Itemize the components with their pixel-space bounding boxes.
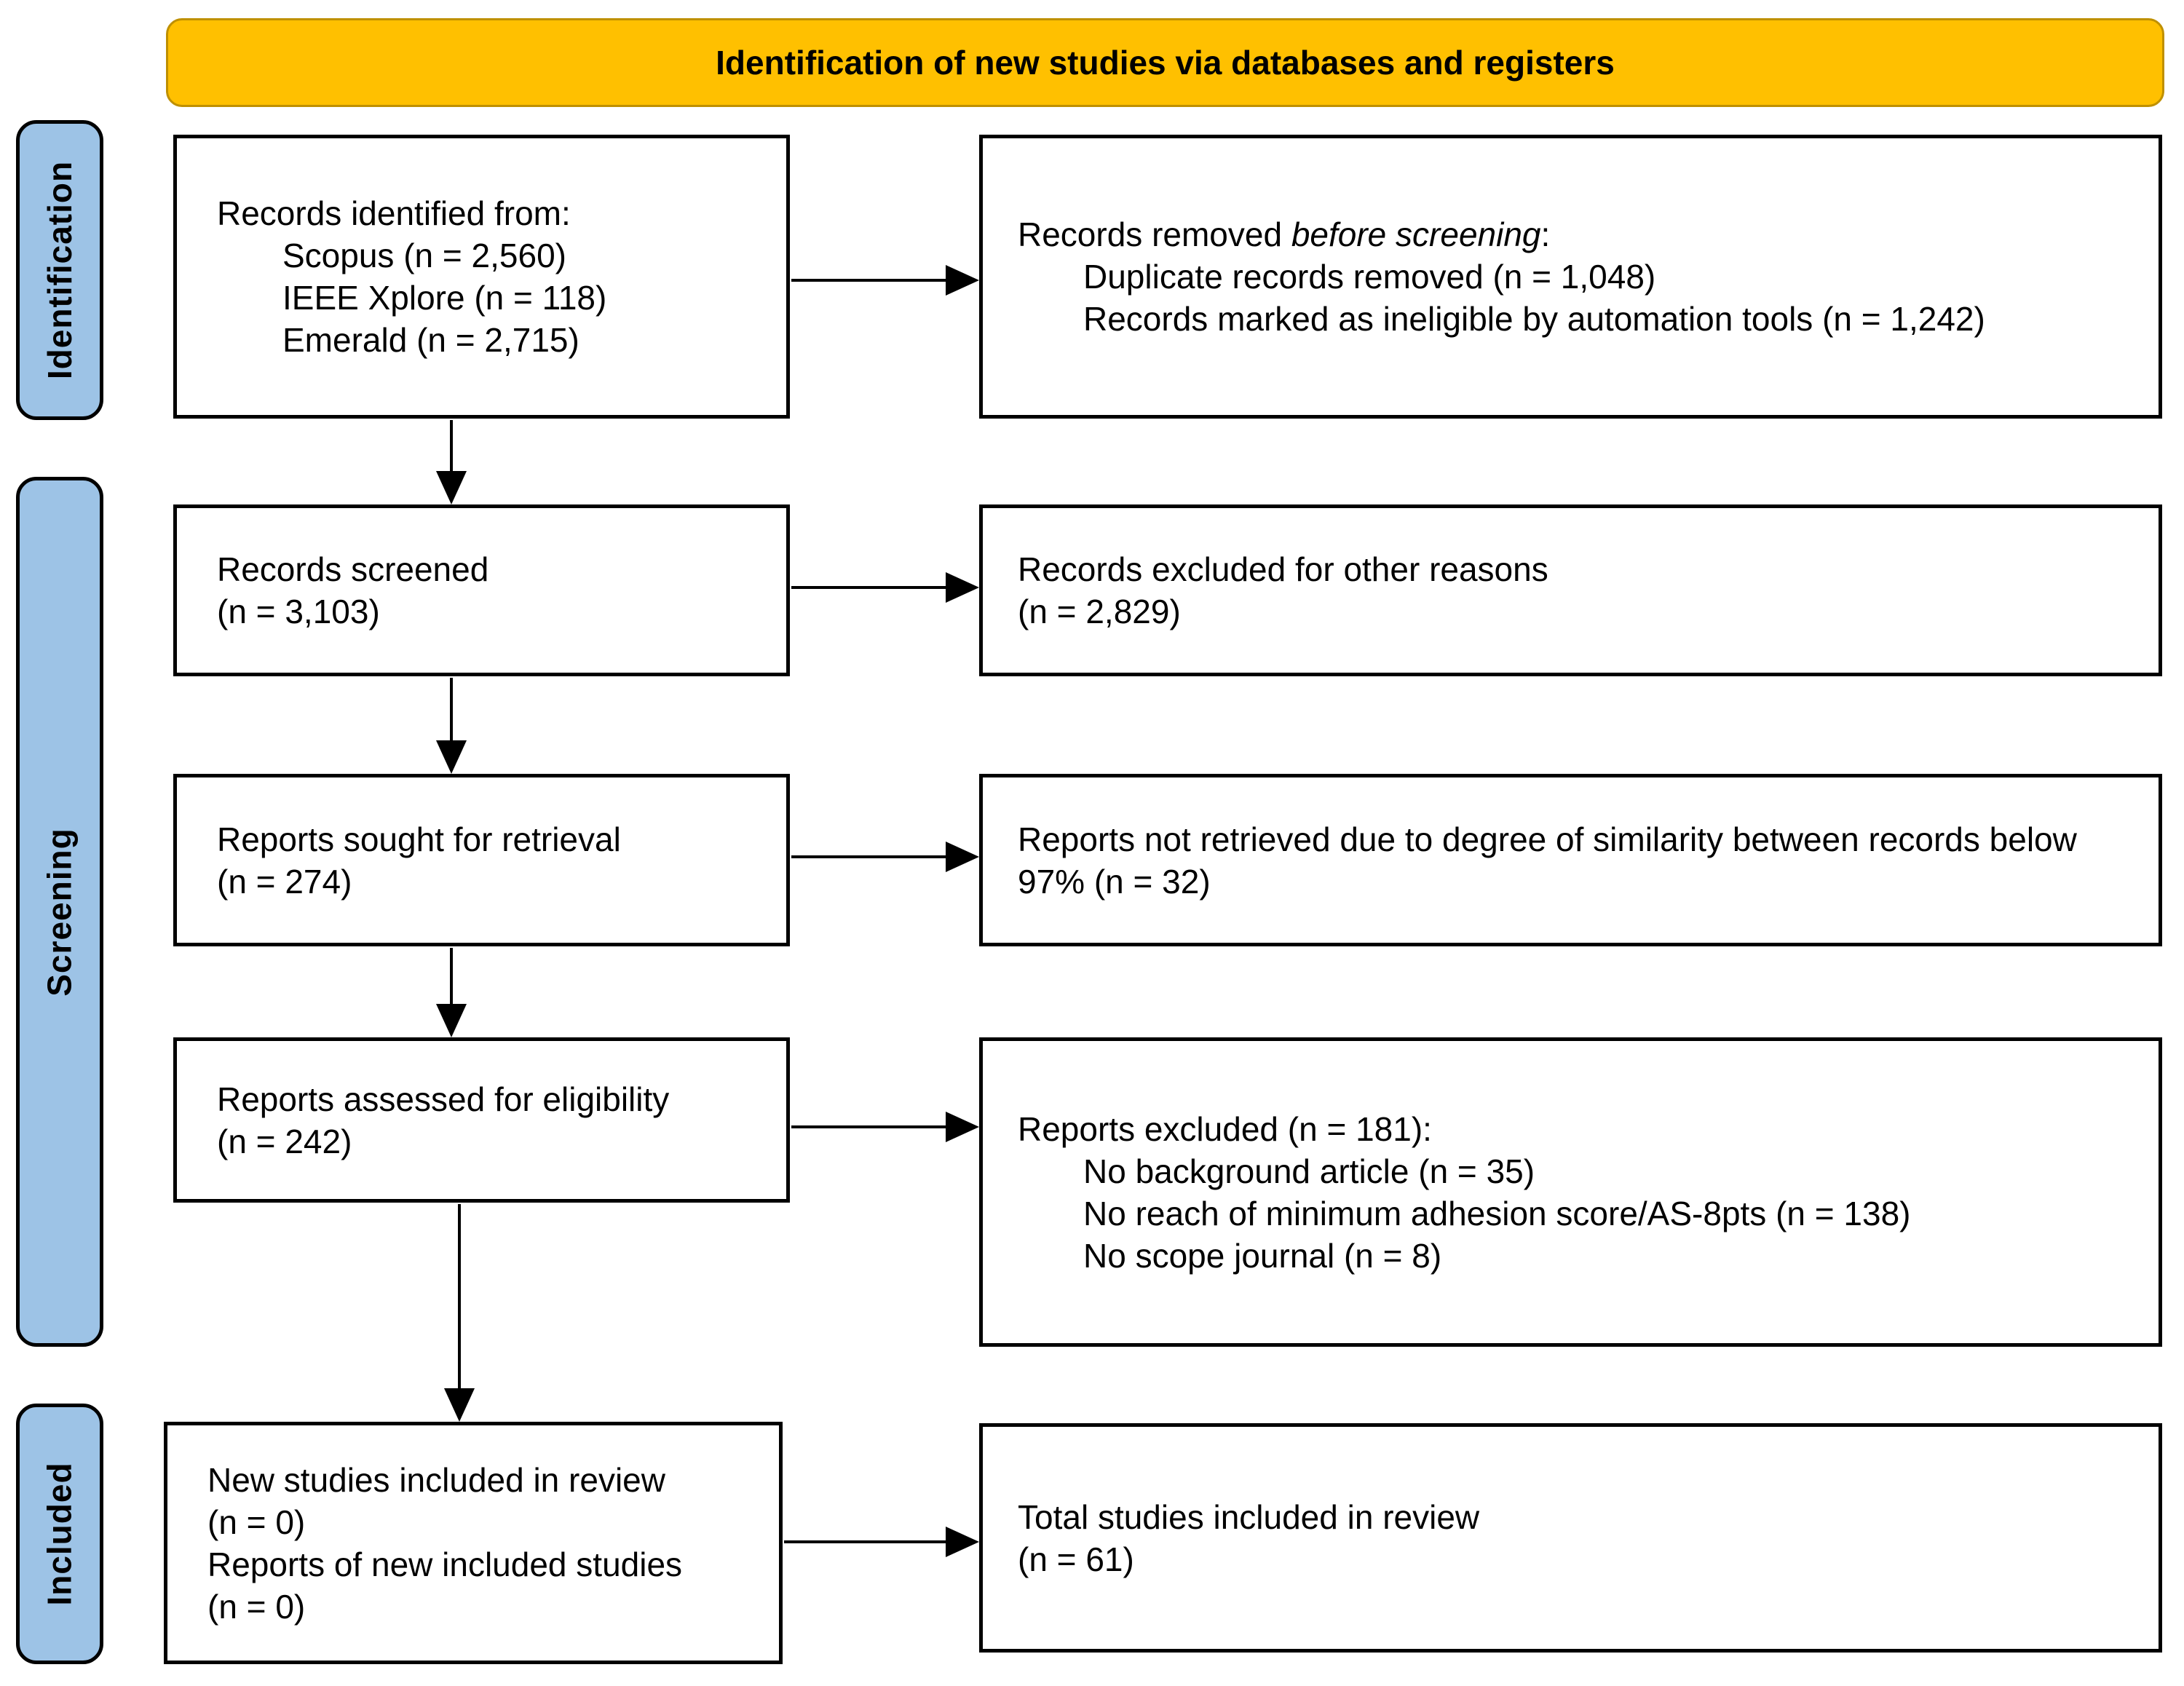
records-identified-box: Records identified from: Scopus (n = 2,5… bbox=[173, 135, 790, 419]
arrow-sought-to-notretrieved-line bbox=[791, 855, 949, 858]
stage-tab-screening: Screening bbox=[16, 477, 103, 1347]
arrow-newstudies-to-total-line bbox=[784, 1540, 949, 1543]
stage-tab-identification: Identification bbox=[16, 120, 103, 420]
reports-assessed-text: Reports assessed for eligibility (n = 24… bbox=[217, 1080, 670, 1160]
arrow-screened-to-sought-line bbox=[450, 678, 453, 746]
records-screened-box: Records screened (n = 3,103) bbox=[173, 504, 790, 676]
reports-sought-text: Reports sought for retrieval (n = 274) bbox=[217, 820, 621, 901]
arrow-assessed-to-excluded-head bbox=[946, 1112, 979, 1142]
reports-assessed-box: Reports assessed for eligibility (n = 24… bbox=[173, 1037, 790, 1203]
arrow-screened-to-sought-head bbox=[436, 740, 467, 774]
arrow-newstudies-to-total-head bbox=[946, 1527, 979, 1557]
stage-tab-included: Included bbox=[16, 1404, 103, 1664]
arrow-screened-to-excluded-head bbox=[946, 572, 979, 603]
arrow-assessed-to-included-head bbox=[444, 1388, 475, 1422]
stage-tab-identification-label: Identification bbox=[41, 160, 79, 380]
arrow-screened-to-excluded-line bbox=[791, 586, 949, 589]
reports-sought-box: Reports sought for retrieval (n = 274) bbox=[173, 774, 790, 946]
reports-excluded-items: No background article (n = 35) No reach … bbox=[1083, 1152, 1911, 1275]
new-studies-included-text: New studies included in review (n = 0) R… bbox=[207, 1460, 683, 1626]
reports-excluded-lead: Reports excluded (n = 181): bbox=[1018, 1109, 1432, 1148]
arrow-identified-to-removed-head bbox=[946, 265, 979, 296]
reports-excluded-box: Reports excluded (n = 181): No backgroun… bbox=[979, 1037, 2162, 1347]
records-excluded-other-box: Records excluded for other reasons (n = … bbox=[979, 504, 2162, 676]
arrow-sought-to-assessed-line bbox=[450, 948, 453, 1010]
records-screened-text: Records screened (n = 3,103) bbox=[217, 550, 489, 630]
arrow-identified-to-screened-head bbox=[436, 471, 467, 504]
stage-tab-included-label: Included bbox=[41, 1462, 79, 1606]
diagram-title: Identification of new studies via databa… bbox=[716, 44, 1615, 82]
new-studies-included-box: New studies included in review (n = 0) R… bbox=[164, 1422, 783, 1664]
records-removed-lead-suffix: : bbox=[1540, 215, 1551, 253]
records-removed-lead-emphasis: before screening bbox=[1291, 215, 1541, 253]
records-excluded-other-text: Records excluded for other reasons (n = … bbox=[1018, 550, 1548, 630]
records-removed-items: Duplicate records removed (n = 1,048) Re… bbox=[1083, 258, 1985, 338]
records-removed-lead: Records removed before screening: bbox=[1018, 213, 2100, 256]
arrow-sought-to-notretrieved-head bbox=[946, 842, 979, 872]
records-removed-lead-prefix: Records removed bbox=[1018, 215, 1291, 253]
arrow-sought-to-assessed-head bbox=[436, 1004, 467, 1037]
records-identified-items: Scopus (n = 2,560) IEEE Xplore (n = 118)… bbox=[282, 237, 607, 359]
reports-not-retrieved-box: Reports not retrieved due to degree of s… bbox=[979, 774, 2162, 946]
reports-not-retrieved-text: Reports not retrieved due to degree of s… bbox=[1018, 820, 2077, 901]
stage-tab-screening-label: Screening bbox=[41, 827, 79, 997]
arrow-identified-to-screened-line bbox=[450, 420, 453, 477]
arrow-identified-to-removed-line bbox=[791, 279, 949, 282]
records-identified-lead: Records identified from: bbox=[217, 194, 571, 232]
total-studies-included-text: Total studies included in review (n = 61… bbox=[1018, 1497, 1480, 1578]
total-studies-included-box: Total studies included in review (n = 61… bbox=[979, 1423, 2162, 1653]
arrow-assessed-to-excluded-line bbox=[791, 1125, 949, 1128]
arrow-assessed-to-included-line bbox=[458, 1204, 461, 1394]
diagram-title-banner: Identification of new studies via databa… bbox=[166, 18, 2164, 107]
records-removed-box: Records removed before screening: Duplic… bbox=[979, 135, 2162, 419]
